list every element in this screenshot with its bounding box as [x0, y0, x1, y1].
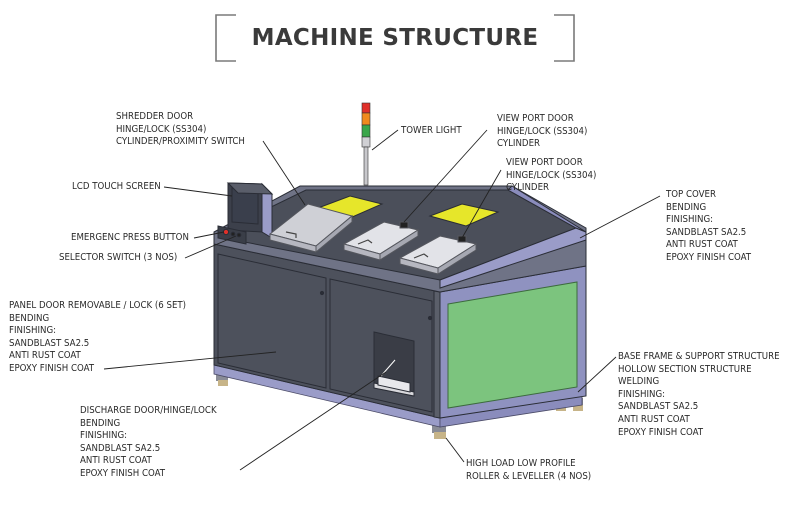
- title-container: MACHINE STRUCTURE: [216, 14, 574, 62]
- label-discharge-door: DISCHARGE DOOR/HINGE/LOCK BENDING FINISH…: [80, 405, 217, 479]
- leader-lines: [103, 129, 661, 471]
- label-tower-light: TOWER LIGHT: [401, 125, 462, 136]
- title-frame: [215, 14, 575, 62]
- label-shredder-door: SHREDDER DOOR HINGE/LOCK (SS304) CYLINDE…: [116, 111, 245, 148]
- label-view-port-door-1: VIEW PORT DOOR HINGE/LOCK (SS304) CYLIND…: [497, 113, 588, 150]
- front-panels: [217, 253, 433, 413]
- label-emergency-button: EMERGENC PRESS BUTTON: [71, 232, 189, 243]
- label-top-cover: TOP COVER BENDING FINISHING: SANDBLAST S…: [666, 189, 752, 263]
- base-frame: [213, 364, 583, 428]
- label-panel-door: PANEL DOOR REMOVABLE / LOCK (6 SET) BEND…: [9, 300, 187, 374]
- label-roller-leveller: HIGH LOAD LOW PROFILE ROLLER & LEVELLER …: [466, 458, 592, 482]
- label-view-port-door-2: VIEW PORT DOOR HINGE/LOCK (SS304) CYLIND…: [506, 157, 597, 194]
- label-selector-switch: SELECTOR SWITCH (3 NOS): [59, 252, 178, 263]
- page-title: MACHINE STRUCTURE: [251, 25, 539, 51]
- view-port-door-2: [398, 235, 478, 275]
- lcd-console: [217, 182, 274, 245]
- shredder-door: [268, 203, 354, 254]
- tower-light: [361, 102, 371, 186]
- view-port-door-1: [342, 221, 420, 261]
- label-lcd-touch-screen: LCD TOUCH SCREEN: [72, 181, 161, 192]
- label-base-frame: BASE FRAME & SUPPORT STRUCTURE HOLLOW SE…: [618, 351, 780, 438]
